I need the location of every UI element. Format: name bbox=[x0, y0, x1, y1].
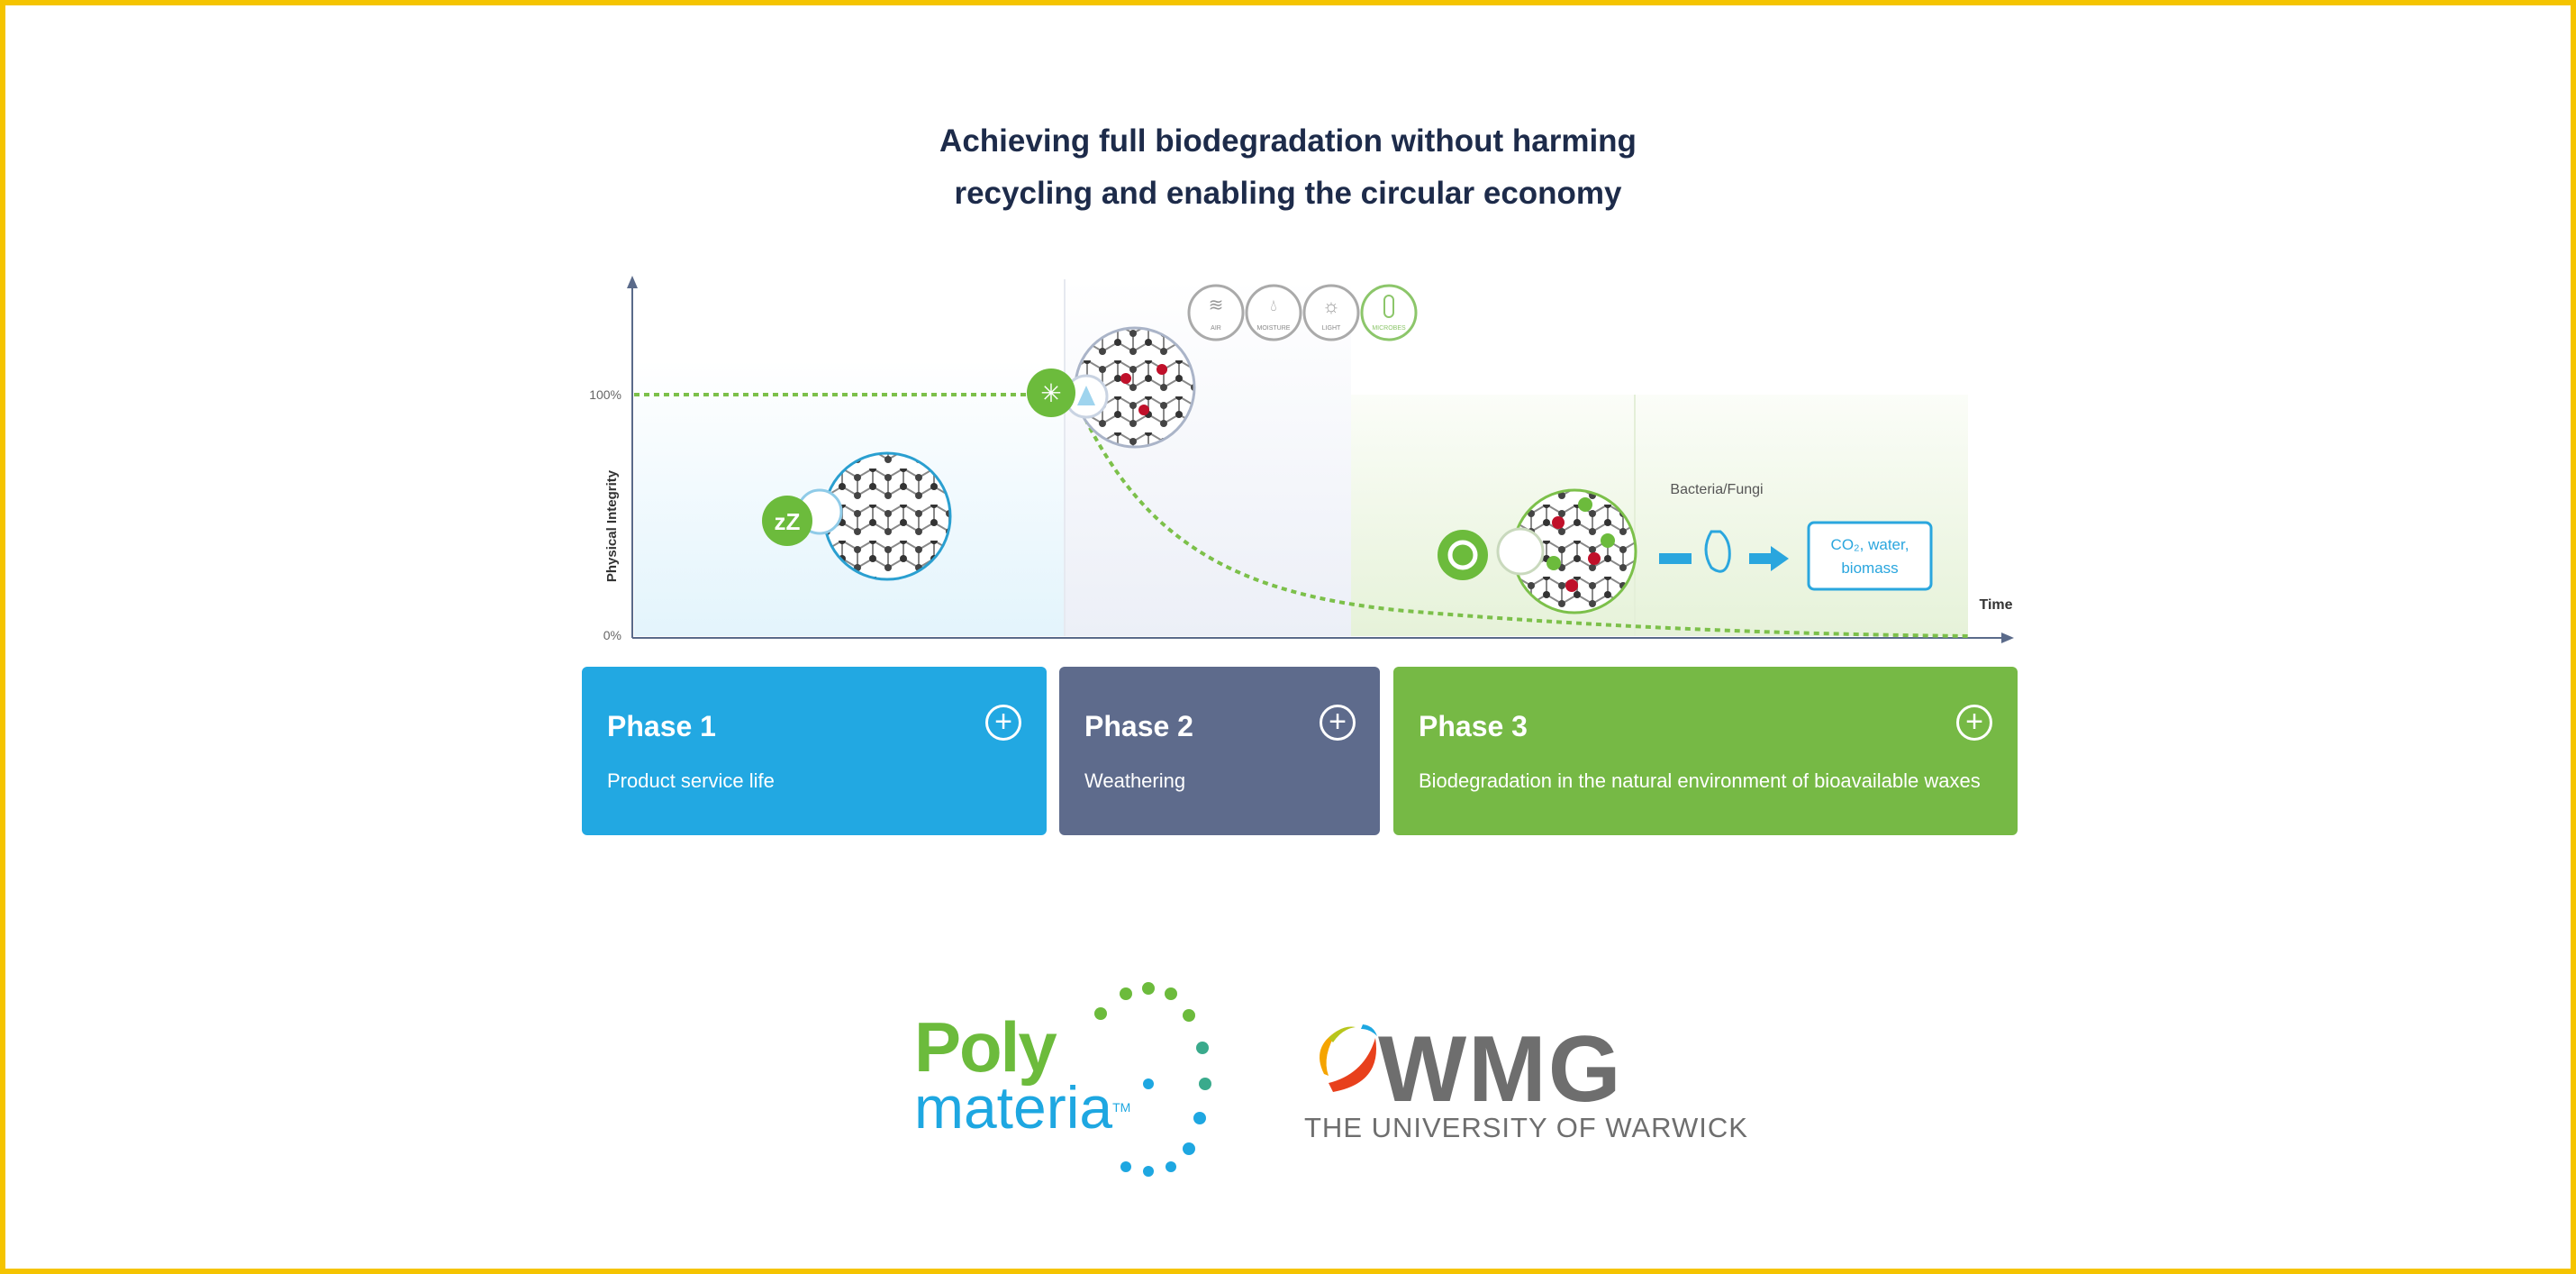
fungi-icon bbox=[1496, 527, 1545, 576]
factor-microbes-label: MICROBES bbox=[1372, 325, 1406, 332]
phase-1-expand-plus-icon[interactable]: + bbox=[985, 705, 1021, 741]
factor-air-label: AIR bbox=[1211, 325, 1221, 332]
sun-burst-icon bbox=[1027, 369, 1075, 417]
phase-2-expand-plus-icon[interactable]: + bbox=[1320, 705, 1356, 741]
microbe-glyph bbox=[1383, 295, 1394, 318]
triangle-glyph bbox=[1077, 386, 1095, 405]
x-axis-label: Time bbox=[1979, 597, 2012, 613]
factor-moisture-label: MOISTURE bbox=[1257, 325, 1291, 332]
arrow-bar bbox=[1749, 553, 1773, 564]
y-top-label: 100% bbox=[589, 387, 621, 402]
polymer-lattice-icon bbox=[822, 451, 952, 581]
light-icon bbox=[1302, 284, 1360, 341]
polymateria-word-materia: materia bbox=[914, 1074, 1113, 1141]
phase-1-card[interactable]: Phase 1 Product service life + bbox=[582, 667, 1047, 835]
bacteria-icon bbox=[1704, 530, 1731, 573]
sun-glyph: ☼ bbox=[1322, 295, 1340, 317]
arrow-bar bbox=[1659, 553, 1692, 564]
polymateria-word-poly: Poly bbox=[914, 1007, 1057, 1087]
integrity-curve bbox=[1079, 409, 1969, 638]
phase-3-card[interactable]: Phase 3 Biodegradation in the natural en… bbox=[1393, 667, 2018, 835]
wmg-logo-text: WMG bbox=[1378, 1017, 1623, 1122]
output-line-1: CO₂, water, bbox=[1831, 536, 1909, 553]
wmg-swoosh-logo bbox=[1320, 1024, 1377, 1092]
title-line-1: Achieving full biodegradation without ha… bbox=[939, 123, 1637, 159]
phase-3-expand-plus-icon[interactable]: + bbox=[1956, 705, 1992, 741]
page-title: Achieving full biodegradation without ha… bbox=[0, 115, 2576, 220]
output-line-2: biomass bbox=[1841, 560, 1898, 577]
title-line-2: recycling and enabling the circular econ… bbox=[954, 176, 1622, 211]
microbes-icon bbox=[1360, 284, 1418, 341]
recycle-icon bbox=[1438, 530, 1488, 580]
droplet-glyph: 💧︎ bbox=[1270, 296, 1276, 314]
y-axis-label: Physical Integrity bbox=[604, 469, 620, 582]
recycle-glyph bbox=[1447, 540, 1478, 570]
phase-1-subtitle: Product service life bbox=[607, 769, 775, 792]
y-bottom-label: 0% bbox=[603, 628, 621, 642]
trademark: TM bbox=[1112, 1100, 1131, 1115]
sun-burst-glyph: ✳ bbox=[1040, 379, 1061, 407]
sleep-icon bbox=[762, 496, 812, 546]
phase-1-title: Phase 1 bbox=[607, 710, 716, 742]
bacteria-label: Bacteria/Fungi bbox=[1670, 482, 1763, 497]
phase3-region bbox=[1351, 395, 1968, 636]
phase-3-subtitle: Biodegradation in the natural environmen… bbox=[1419, 769, 1981, 792]
wmg-university-text: THE UNIVERSITY OF WARWICK bbox=[1304, 1112, 1748, 1143]
polymateria-dots-logo bbox=[1094, 982, 1211, 1177]
arrow-right-icon bbox=[1771, 546, 1789, 571]
x-axis-arrow-icon bbox=[2001, 632, 2014, 643]
factor-icons: ≋ AIR 💧︎ MOISTURE ☼ LIGHT MICROBES bbox=[1187, 284, 1418, 341]
moisture-icon bbox=[1245, 284, 1302, 341]
air-icon bbox=[1187, 284, 1245, 341]
phase-2-subtitle: Weathering bbox=[1084, 769, 1186, 792]
factor-light-label: LIGHT bbox=[1322, 325, 1341, 332]
phase-2-card[interactable]: Phase 2 Weathering + bbox=[1059, 667, 1380, 835]
air-glyph: ≋ bbox=[1209, 296, 1224, 315]
sleep-icon-glyph: zZ bbox=[775, 508, 801, 535]
output-box bbox=[1807, 521, 1933, 591]
polymateria-logo: Poly materiaTM bbox=[914, 1007, 1131, 1137]
y-axis-arrow-icon bbox=[627, 276, 638, 288]
phase-3-title: Phase 3 bbox=[1419, 710, 1528, 742]
phase-2-title: Phase 2 bbox=[1084, 710, 1193, 742]
